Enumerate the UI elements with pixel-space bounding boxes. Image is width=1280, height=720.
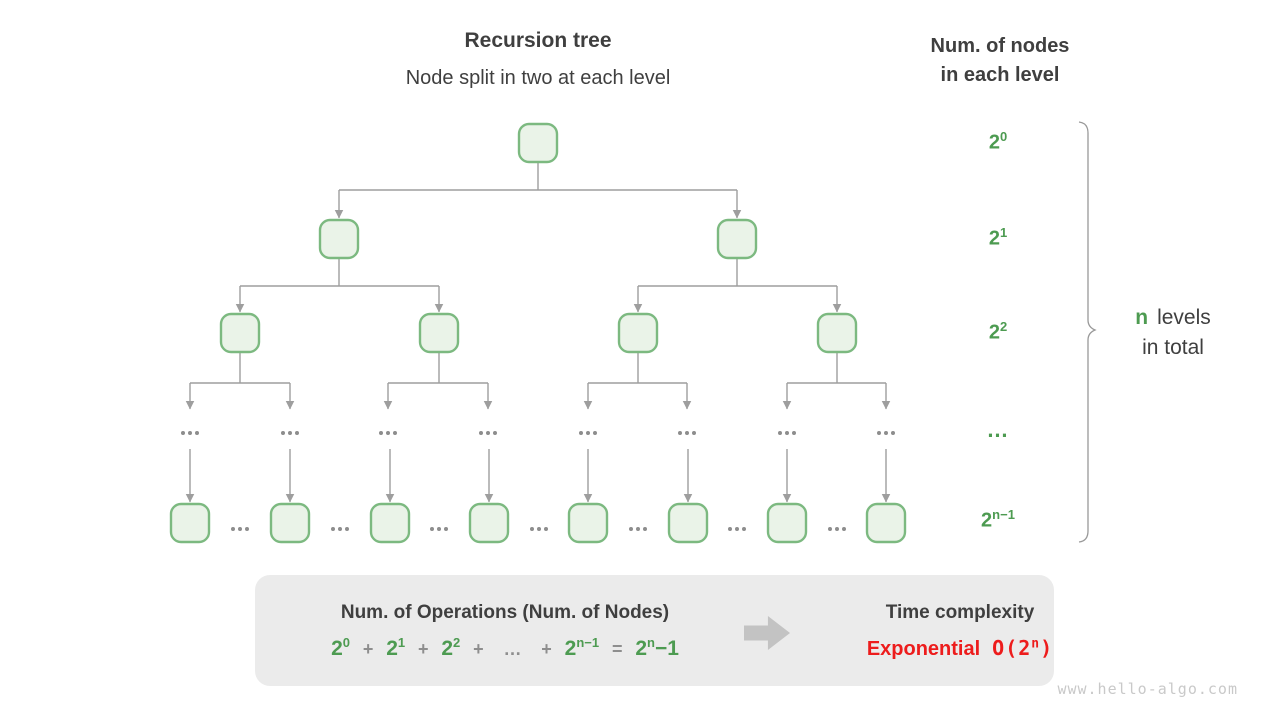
ellipsis-dots (437, 527, 441, 531)
ellipsis-dots (785, 431, 789, 435)
ellipsis-dots (345, 527, 349, 531)
ellipsis-dots (331, 527, 335, 531)
level-count-label: … (986, 417, 1010, 442)
tree-node (468, 502, 510, 544)
ellipsis-dots (486, 431, 490, 435)
ellipsis-dots (338, 527, 342, 531)
plus-operator: + (362, 639, 374, 659)
tree-node (418, 312, 460, 354)
big-o-notation: O(2n) (992, 636, 1054, 660)
ellipsis-dots (295, 431, 299, 435)
ellipsis-dots (530, 527, 534, 531)
ellipsis-dots (735, 527, 739, 531)
diagram-header: Recursion tree Node split in two at each… (288, 29, 788, 90)
ellipsis-dots (692, 431, 696, 435)
plus-operator: + (473, 639, 484, 659)
plus-operator: + (417, 639, 429, 659)
tree-node (766, 502, 808, 544)
tree-node (816, 312, 858, 354)
complexity-word: Exponential (866, 638, 981, 660)
tree-node (318, 218, 360, 260)
ellipsis-dots (195, 431, 199, 435)
level-count-label: 20 (988, 129, 1008, 154)
ellipsis-dots (379, 431, 383, 435)
tree-node (517, 122, 559, 164)
ellipsis-dots (281, 431, 285, 435)
complexity-result: Exponential O(2n) (810, 636, 1110, 661)
ellipsis-dots (593, 431, 597, 435)
tree-node (219, 312, 261, 354)
ellipsis-dots (884, 431, 888, 435)
ellipsis-dots (245, 527, 249, 531)
levels-header-line1: Num. of nodes (930, 35, 1070, 57)
tree-node (169, 502, 211, 544)
ellipsis-dots (685, 431, 689, 435)
n-variable: n (1135, 306, 1149, 329)
formula-term: 20 (331, 635, 350, 660)
level-count-label: 21 (988, 225, 1008, 250)
operations-formula: 20 + 21 + 22 + … + 2n−1 = 2n−1 (255, 635, 755, 661)
levels-header-line2: in each level (940, 64, 1060, 86)
ellipsis-dots (430, 527, 434, 531)
ellipsis-dots (728, 527, 732, 531)
ellipsis-dots (792, 431, 796, 435)
ellipsis-dots (238, 527, 242, 531)
diagram-title: Recursion tree (464, 29, 612, 52)
tree-node (269, 502, 311, 544)
levels-brace (1078, 121, 1097, 543)
ellipsis-dots (636, 527, 640, 531)
ellipsis-dots (678, 431, 682, 435)
ellipsis-dots (444, 527, 448, 531)
ellipsis-dots (842, 527, 846, 531)
operations-title: Num. of Operations (Num. of Nodes) (340, 602, 670, 623)
ellipsis-dots (393, 431, 397, 435)
diagram-subtitle: Node split in two at each level (405, 67, 671, 89)
ellipsis-dots (579, 431, 583, 435)
ellipsis-dots (188, 431, 192, 435)
ellipsis-dots (586, 431, 590, 435)
ellipsis-dots (479, 431, 483, 435)
ellipsis-dots (537, 527, 541, 531)
ellipsis-dots (493, 431, 497, 435)
formula-term: 22 (441, 635, 461, 660)
tree-node (617, 312, 659, 354)
ellipsis-dots (778, 431, 782, 435)
formula-term: 2n−1 (564, 635, 600, 660)
level-count-label: 2n−1 (981, 507, 1015, 532)
ellipsis-dots (643, 527, 647, 531)
equals-operator: = (611, 639, 623, 659)
ellipsis-dots (181, 431, 185, 435)
ellipsis-dots (544, 527, 548, 531)
ellipsis-dots (231, 527, 235, 531)
plus-operator: + (541, 639, 552, 659)
watermark: www.hello-algo.com (1057, 680, 1238, 698)
tree-node (567, 502, 609, 544)
ellipsis: … (503, 639, 522, 659)
tree-node (865, 502, 907, 544)
levels-column-header: Num. of nodes in each level (890, 32, 1110, 90)
formula-result: 2n−1 (635, 635, 679, 660)
ellipsis-dots (629, 527, 633, 531)
time-complexity-title: Time complexity (885, 602, 1035, 623)
summary-box: Num. of Operations (Num. of Nodes) 20 + … (255, 575, 1054, 686)
tree-node (667, 502, 709, 544)
brace-label-line2: in total (1142, 336, 1204, 359)
level-count-label: 22 (988, 319, 1008, 344)
tree-node (369, 502, 411, 544)
ellipsis-dots (891, 431, 895, 435)
ellipsis-dots (386, 431, 390, 435)
formula-term: 21 (386, 635, 406, 660)
ellipsis-dots (828, 527, 832, 531)
tree-node (716, 218, 758, 260)
ellipsis-dots (877, 431, 881, 435)
ellipsis-dots (288, 431, 292, 435)
ellipsis-dots (835, 527, 839, 531)
ellipsis-dots (742, 527, 746, 531)
